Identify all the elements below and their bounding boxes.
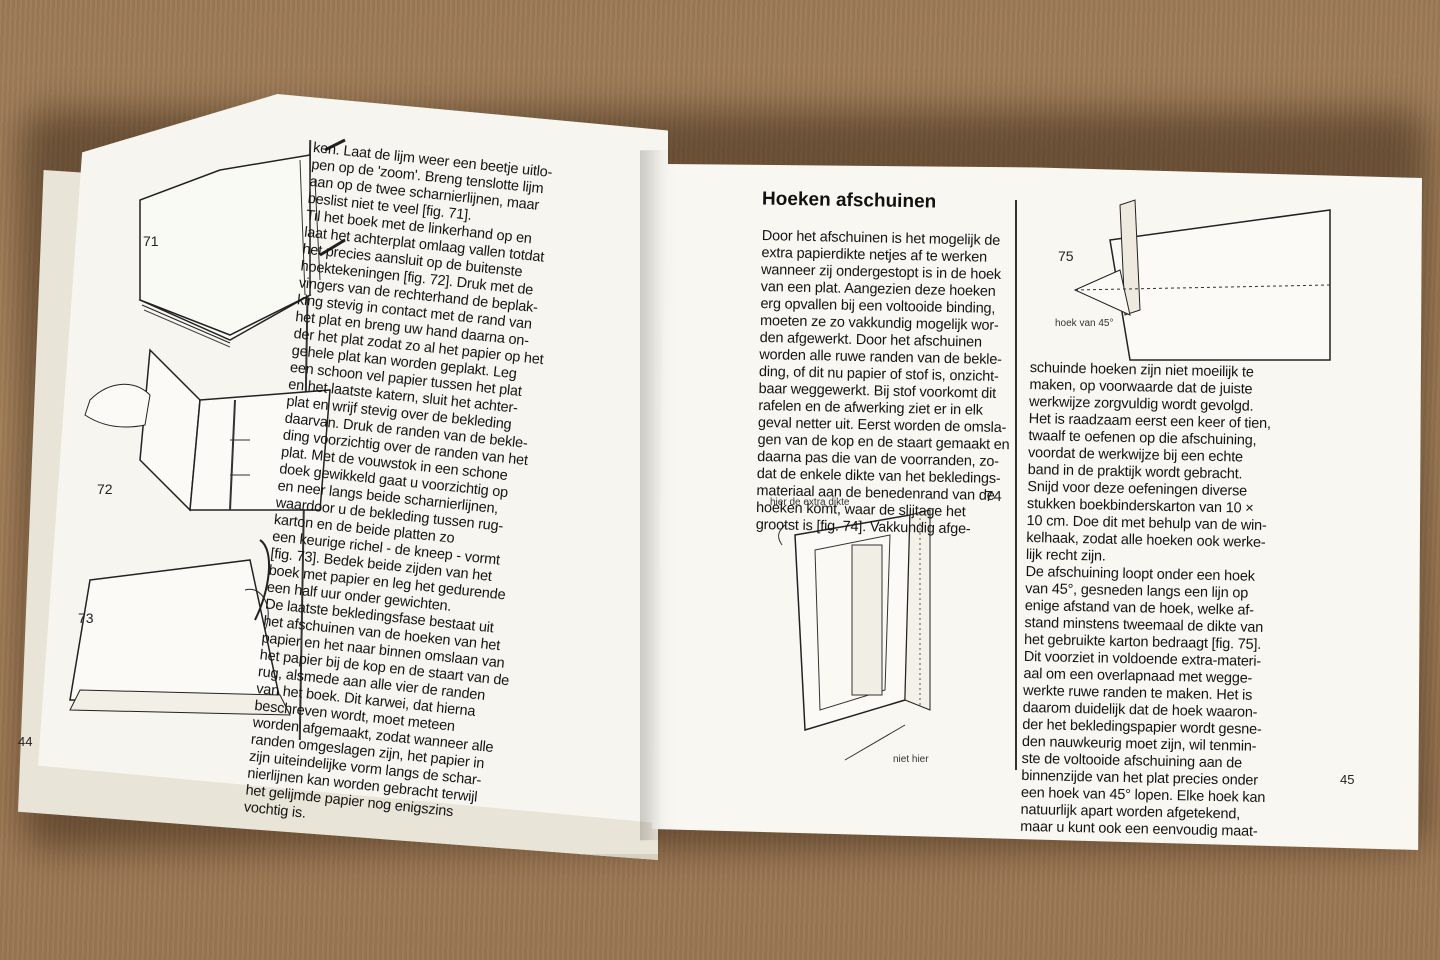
figure-71-drawing [138, 138, 346, 348]
left-page-number: 44 [18, 734, 33, 749]
figure-74-caption-bottom: niet hier [893, 754, 929, 765]
figure-75-label: 75 [1058, 248, 1074, 264]
figure-73-drawing [69, 539, 291, 716]
book-gutter [640, 149, 678, 841]
figure-72-label: 72 [97, 481, 113, 497]
figure-75-drawing [1073, 199, 1331, 361]
figure-75-caption: hoek van 45° [1055, 318, 1114, 329]
section-heading: Hoeken afschuinen [761, 188, 937, 213]
figure-74-drawing [778, 509, 931, 761]
right-column-rule [1015, 200, 1017, 770]
right-page-number: 45 [1340, 772, 1355, 787]
figure-71-label: 71 [143, 233, 159, 249]
figure-74-caption-top: hier de extra dikte [770, 497, 850, 508]
figure-72-drawing [84, 348, 331, 512]
figure-73-label: 73 [78, 610, 94, 626]
figure-74-label: 74 [985, 488, 1002, 505]
